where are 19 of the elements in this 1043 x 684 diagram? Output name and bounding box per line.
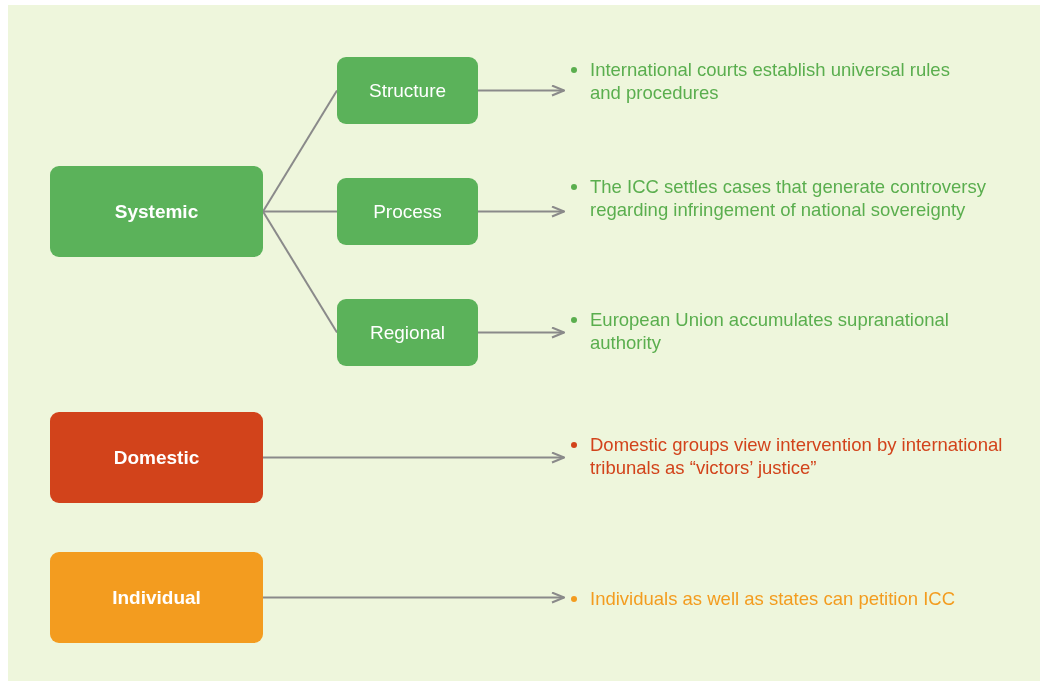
arrow (262, 591, 565, 604)
arrow (477, 326, 565, 339)
connector-line (262, 210, 338, 334)
arrow (262, 451, 565, 464)
arrow (477, 205, 565, 218)
category-box: Domestic (50, 412, 263, 503)
bullet-text: International courts establish universal rules and procedures (590, 59, 950, 103)
connector-line (262, 89, 338, 213)
bullet-text: The ICC settles cases that generate controversy regarding infringement of national sovereignty (590, 176, 986, 220)
category-box: Systemic (50, 166, 263, 257)
subcategory-box: Regional (337, 299, 478, 366)
arrow (477, 84, 565, 97)
bullet-text: Individuals as well as states can petition ICC (590, 588, 956, 609)
subcategory-box: Process (337, 178, 478, 245)
bullet-text: Domestic groups view intervention by international tribunals as “victors’ justice” (590, 434, 1003, 478)
category-box: Individual (50, 552, 263, 643)
subcategory-box: Structure (337, 57, 478, 124)
connector-line (262, 210, 338, 213)
bullet-text: European Union accumulates supranational authority (590, 309, 949, 353)
